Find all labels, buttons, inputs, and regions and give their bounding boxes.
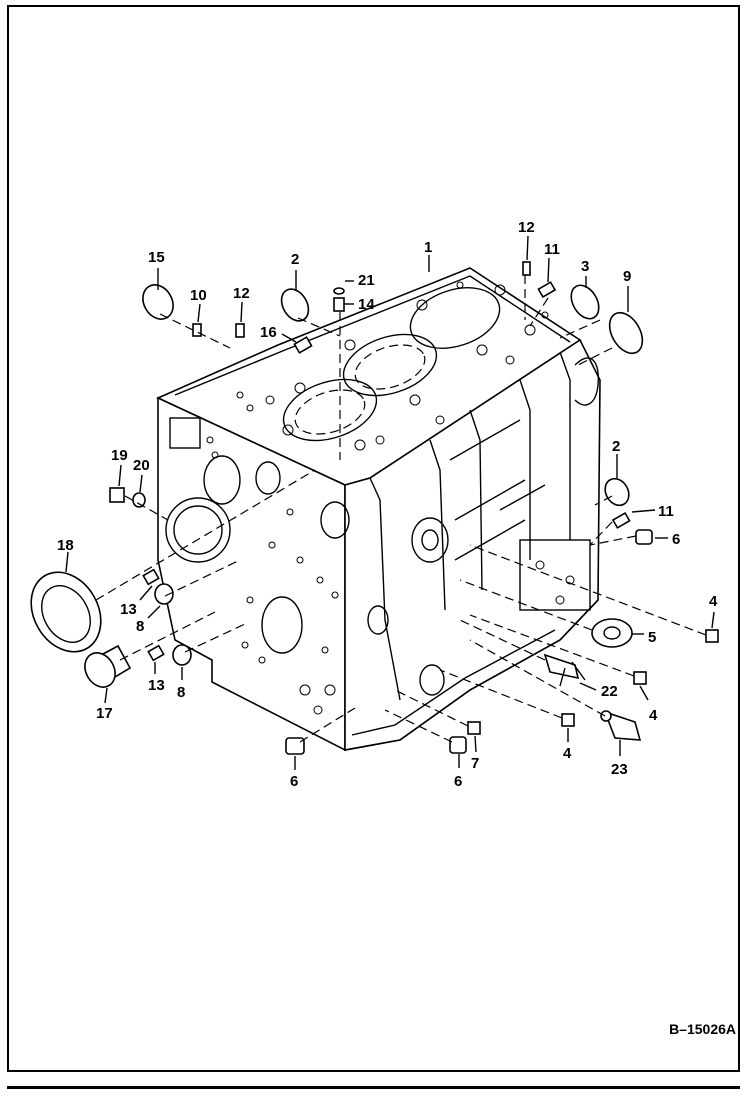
callout-8: 8 [177,684,185,701]
callout-8: 8 [136,618,144,635]
callout-4: 4 [709,593,718,610]
drawing-reference-number: B–15026A [669,1021,736,1037]
callout-5: 5 [648,629,656,646]
callout-11: 11 [544,241,560,258]
callout-22: 22 [601,683,618,700]
callout-12: 12 [233,285,250,302]
callout-20: 20 [133,457,150,474]
callout-15: 15 [148,249,165,266]
callout-7: 7 [471,755,479,772]
callout-labels: 1 2 2 3 4 4 4 5 6 6 6 7 8 8 9 10 11 11 1… [57,219,718,790]
drawing-border [7,5,740,1072]
bottom-rule [7,1086,740,1089]
callout-6: 6 [454,773,462,790]
callout-2: 2 [291,251,299,268]
callout-19: 19 [111,447,128,464]
callout-16: 16 [260,324,277,341]
callout-12: 12 [518,219,535,236]
callout-3: 3 [581,258,589,275]
leader-lines [65,235,715,770]
cylinder-block [156,267,601,752]
callout-18: 18 [57,537,74,554]
callout-2: 2 [612,438,620,455]
callout-10: 10 [190,287,207,304]
callout-21: 21 [358,272,375,289]
callout-11: 11 [658,503,674,520]
callout-1: 1 [424,239,432,256]
callout-4: 4 [649,707,658,724]
callout-17: 17 [96,705,113,722]
callout-14: 14 [358,296,375,313]
callout-13: 13 [148,677,165,694]
callout-6: 6 [290,773,298,790]
callout-6: 6 [672,531,680,548]
callout-13: 13 [120,601,137,618]
callout-9: 9 [623,268,631,285]
exploded-parts [30,261,719,755]
callout-23: 23 [611,761,628,778]
callout-4: 4 [563,745,572,762]
